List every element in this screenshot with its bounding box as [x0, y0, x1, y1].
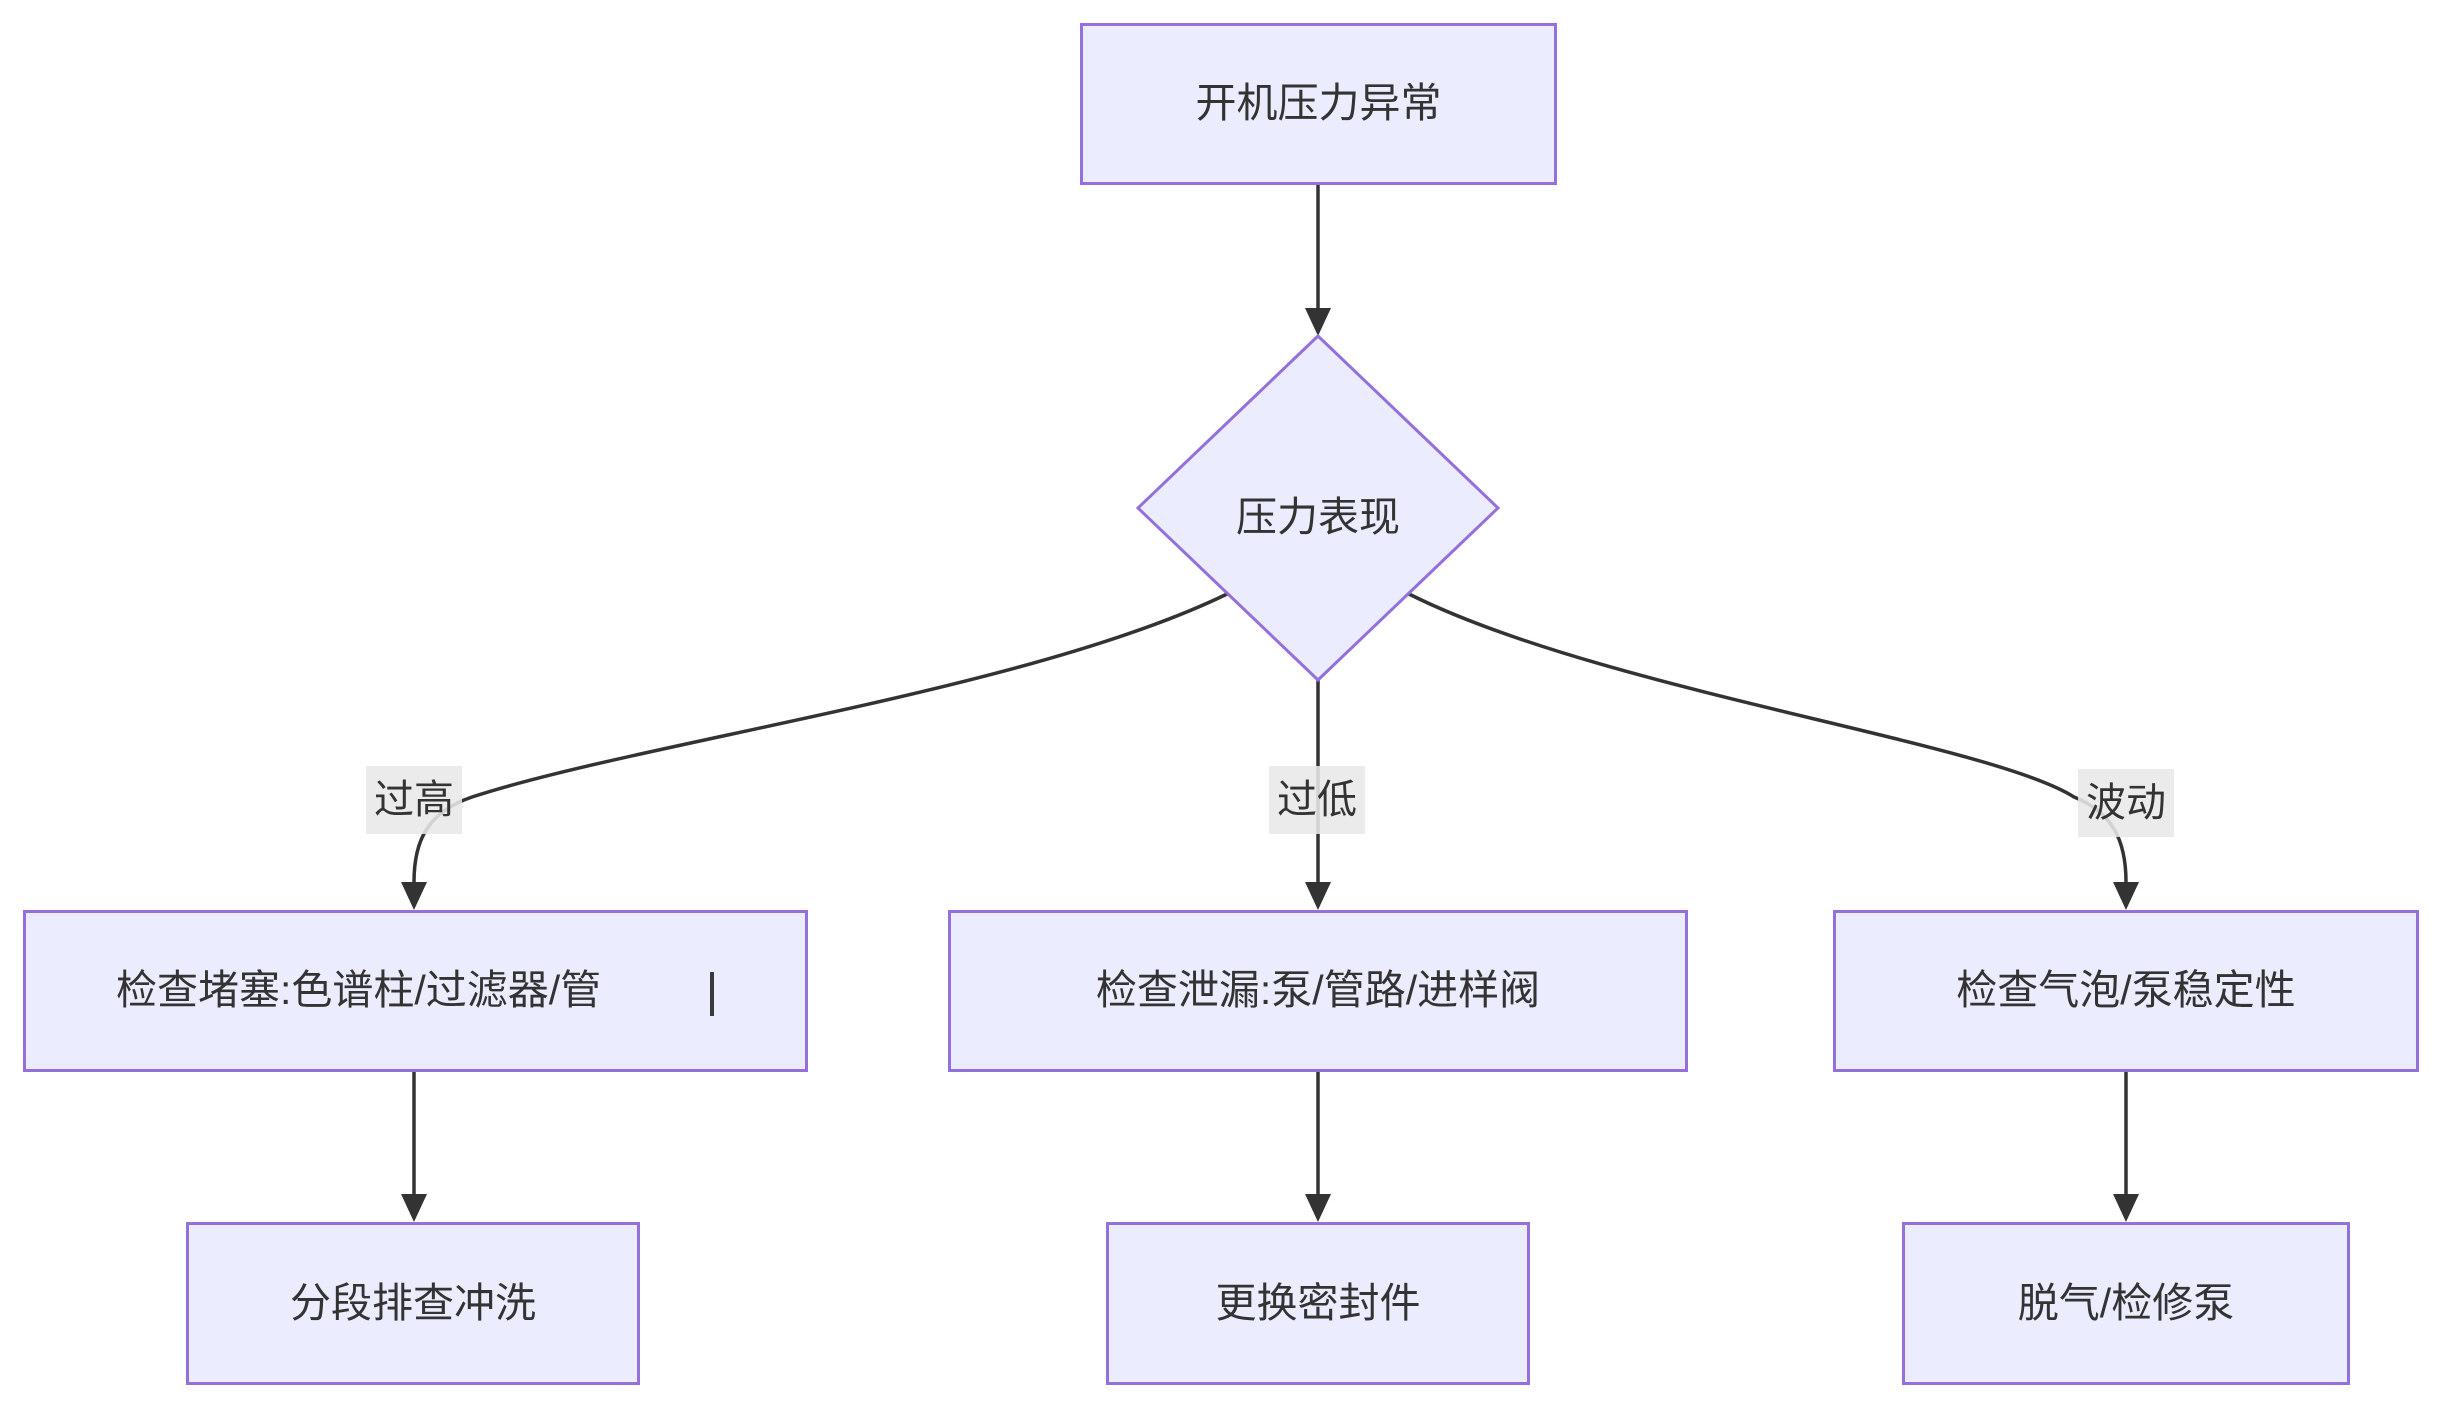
node-check-bubble-label: 检查气泡/泵稳定性 [1956, 967, 2296, 1014]
arrowhead-decision-check-leak [1305, 882, 1331, 910]
edge-label-fluctuation: 波动 [2078, 769, 2174, 837]
node-seal-label: 更换密封件 [1215, 1279, 1421, 1326]
node-check-leak-label: 检查泄漏:泵/管路/进样阀 [1095, 967, 1541, 1014]
node-check-leak: 检查泄漏:泵/管路/进样阀 [948, 910, 1688, 1072]
arrowhead-check-bubble-degas [2113, 1194, 2139, 1222]
decision-diamond-shape [1135, 333, 1501, 683]
arrowhead-check-clog-flush [401, 1194, 427, 1222]
edge-decision-check-bubble [1408, 592, 2128, 883]
edge-decision-check-clog [412, 592, 1228, 883]
node-check-clog-label: 检查堵塞:色谱柱/过滤器/管 [116, 967, 602, 1014]
arrowhead-start-decision [1305, 308, 1331, 336]
clipped-character-sliver [710, 972, 714, 1016]
node-degas-label: 脱气/检修泵 [2017, 1279, 2235, 1326]
edge-label-high: 过高 [366, 766, 462, 834]
node-degas: 脱气/检修泵 [1902, 1222, 2350, 1385]
node-flush: 分段排查冲洗 [186, 1222, 640, 1385]
arrowhead-decision-check-clog [401, 882, 427, 910]
node-flush-label: 分段排查冲洗 [290, 1279, 536, 1326]
node-start: 开机压力异常 [1080, 23, 1557, 185]
edge-label-low: 过低 [1269, 766, 1365, 834]
node-check-bubble: 检查气泡/泵稳定性 [1833, 910, 2419, 1072]
node-start-label: 开机压力异常 [1195, 80, 1442, 127]
arrowhead-check-leak-seal [1305, 1194, 1331, 1222]
node-decision-label: 压力表现 [1236, 494, 1400, 540]
arrowhead-decision-check-bubble [2113, 882, 2139, 910]
node-check-clog: 检查堵塞:色谱柱/过滤器/管 [23, 910, 808, 1072]
node-seal: 更换密封件 [1106, 1222, 1530, 1385]
